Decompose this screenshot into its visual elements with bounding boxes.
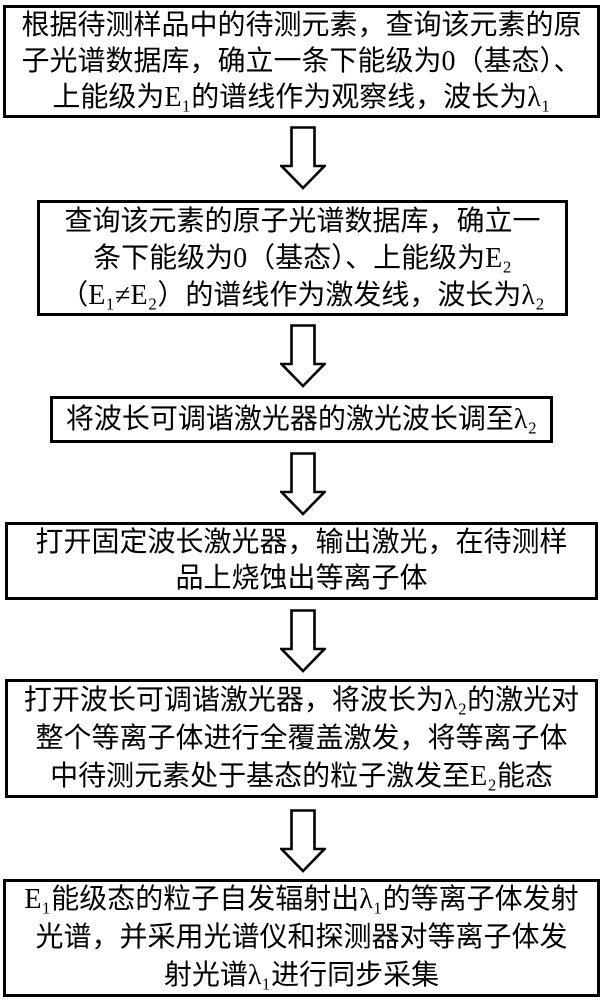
- step-box-1: 根据待测样品中的待测元素，查询该元素的原 子光谱数据库，确立一条下能级为0（基态…: [3, 5, 600, 118]
- step-3-line-1: 将波长可调谐激光器的激光波长调至λ₂: [65, 403, 538, 435]
- step-box-5: 打开波长可调谐激光器，将波长为λ₂的激光对 整个等离子体进行全覆盖激发，将等离子…: [5, 679, 598, 798]
- down-arrow-icon: [280, 809, 326, 873]
- step-box-6: E₁能级态的粒子自发辐射出λ₁的等离子体发射 光谱，并采用光谱仪和探测器对等离子…: [3, 879, 600, 997]
- down-arrow-icon: [280, 324, 326, 388]
- step-box-3: 将波长可调谐激光器的激光波长调至λ₂: [50, 396, 553, 443]
- step-4-line-2: 品上烧蚀出等离子体: [175, 563, 428, 594]
- step-box-2: 查询该元素的原子光谱数据库，确立一 条下能级为0（基态）、上能级为E₂ （E₁≠…: [37, 200, 568, 316]
- step-1-line-1: 根据待测样品中的待测元素，查询该元素的原: [21, 9, 582, 41]
- step-6-line-1: E₁能级态的粒子自发辐射出λ₁的等离子体发射: [24, 884, 579, 915]
- step-box-4: 打开固定波长激光器，输出激光，在待测样 品上烧蚀出等离子体: [5, 522, 598, 600]
- down-arrow-icon: [280, 609, 326, 673]
- step-6-line-2: 光谱，并采用光谱仪和探测器对等离子体发: [35, 922, 568, 953]
- step-1-line-2: 子光谱数据库，确立一条下能级为0（基态）、: [21, 45, 582, 77]
- step-6-line-3: 射光谱λ₁进行同步采集: [163, 960, 440, 991]
- step-2-line-1: 查询该元素的原子光谱数据库，确立一: [64, 205, 541, 237]
- step-4-line-1: 打开固定波长激光器，输出激光，在待测样: [35, 527, 568, 558]
- step-2-line-3: （E₁≠E₂）的谱线作为激发线，波长为λ₂: [60, 279, 545, 311]
- step-2-line-2: 条下能级为0（基态）、上能级为E₂: [93, 242, 512, 274]
- step-5-line-2: 整个等离子体进行全覆盖激发，将等离子体: [35, 722, 568, 754]
- step-1-line-3: 上能级为E₁的谱线作为观察线，波长为λ₁: [52, 81, 551, 113]
- down-arrow-icon: [280, 126, 326, 190]
- step-5-line-1: 打开波长可调谐激光器，将波长为λ₂的激光对: [23, 684, 580, 716]
- down-arrow-icon: [280, 452, 326, 516]
- step-5-line-3: 中待测元素处于基态的粒子激发至E₂能态: [50, 760, 553, 792]
